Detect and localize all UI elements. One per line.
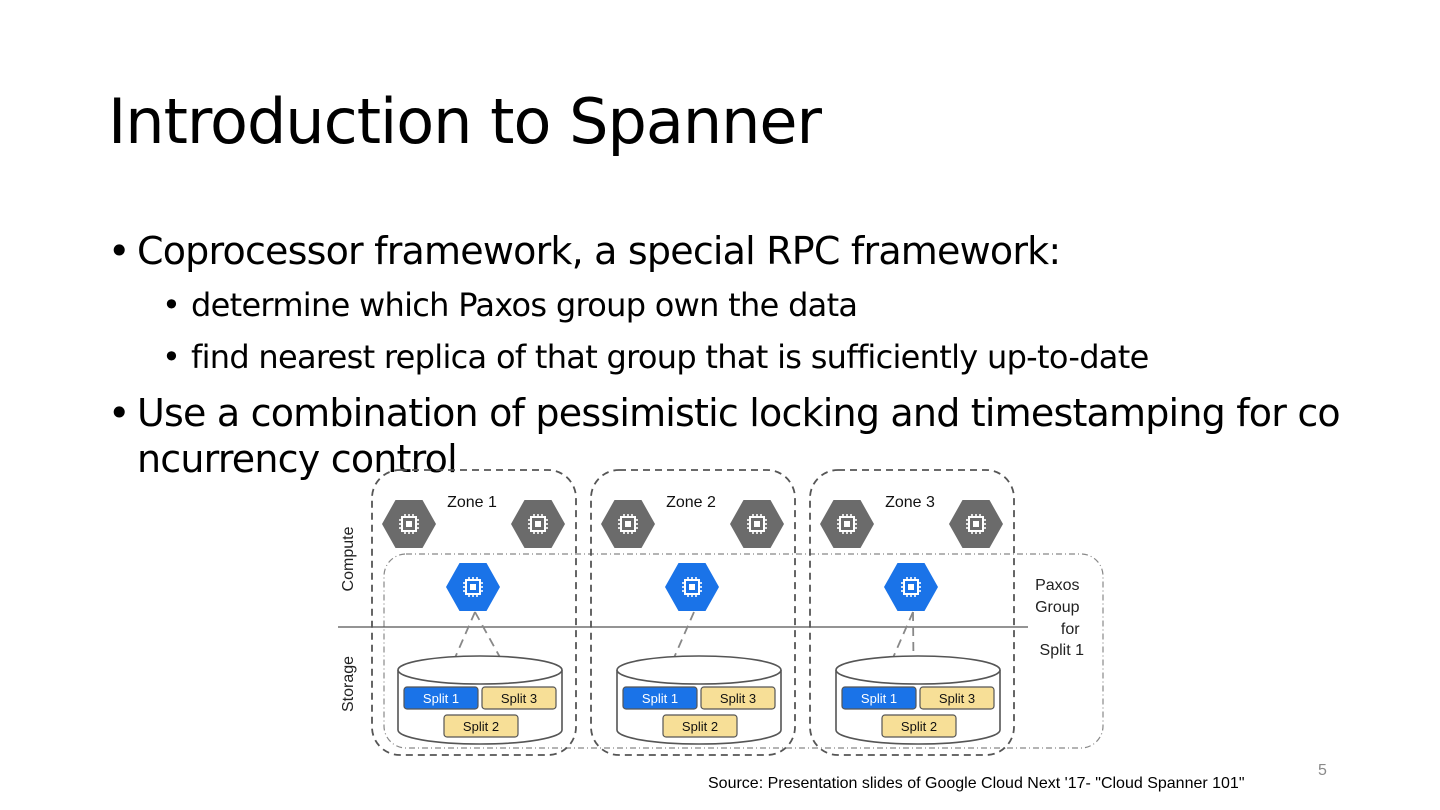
split-block: Split 2	[443, 714, 519, 738]
split-label: Split 1	[642, 691, 678, 706]
bullet-marker: •	[162, 338, 181, 376]
zone-boundary	[590, 469, 796, 756]
page-number: 5	[1318, 762, 1327, 779]
storage-cylinder-top	[616, 655, 782, 685]
split-label: Split 1	[423, 691, 459, 706]
source-citation: Source: Presentation slides of Google Cl…	[708, 775, 1245, 792]
zone-label: Zone 2	[666, 494, 716, 511]
compute-node	[511, 500, 565, 548]
split-block: Split 3	[700, 686, 776, 710]
leader-node	[665, 563, 719, 611]
leader-node	[446, 563, 500, 611]
bullet-marker: •	[108, 229, 130, 273]
chip-icon	[398, 513, 420, 535]
paxos-label-line: Paxos	[1035, 577, 1079, 594]
zone-boundary	[809, 469, 1015, 756]
split-box	[481, 686, 557, 710]
split-box	[841, 686, 917, 710]
sub-bullet-text: find nearest replica of that group that …	[191, 338, 1149, 376]
chip-icon	[900, 576, 922, 598]
bullet-item: • Use a combination of pessimistic locki…	[108, 390, 1348, 482]
split-box	[919, 686, 995, 710]
chip-icon	[462, 576, 484, 598]
split-block: Split 1	[841, 686, 917, 710]
chip-icon	[746, 513, 768, 535]
storage-cylinder-top	[397, 655, 563, 685]
split-label: Split 1	[861, 691, 897, 706]
split-label: Split 3	[501, 691, 537, 706]
split-box	[403, 686, 479, 710]
leader-node	[884, 563, 938, 611]
chip-icon	[965, 513, 987, 535]
paxos-group-label: Paxos Group for Split 1	[1035, 577, 1084, 659]
bullet-item: • Coprocessor framework, a special RPC f…	[108, 228, 1348, 274]
zone-boundary	[371, 469, 577, 756]
split-block: Split 3	[481, 686, 557, 710]
chip-icon	[836, 513, 858, 535]
compute-row-label: Compute	[340, 526, 357, 591]
spanner-architecture-diagram: Compute Storage Paxos Group for Split 1 …	[338, 469, 1104, 756]
bullet-marker: •	[162, 286, 181, 324]
bullet-marker: •	[108, 391, 130, 435]
split-box	[881, 714, 957, 738]
split-box	[622, 686, 698, 710]
compute-node	[601, 500, 655, 548]
paxos-label-line: Split 1	[1040, 642, 1085, 659]
bullet-text: Use a combination of pessimistic locking…	[137, 391, 1341, 481]
split-label: Split 3	[939, 691, 975, 706]
zone-label: Zone 3	[885, 494, 935, 511]
split-label: Split 2	[901, 719, 937, 734]
paxos-group-boundary	[383, 553, 1104, 749]
split-box	[443, 714, 519, 738]
split-block: Split 1	[622, 686, 698, 710]
zone-label: Zone 1	[447, 494, 497, 511]
compute-node	[949, 500, 1003, 548]
chip-icon	[527, 513, 549, 535]
chip-icon	[617, 513, 639, 535]
split-label: Split 3	[720, 691, 756, 706]
split-block: Split 3	[919, 686, 995, 710]
compute-node	[820, 500, 874, 548]
bullet-text: Coprocessor framework, a special RPC fra…	[137, 229, 1061, 273]
split-block: Split 1	[403, 686, 479, 710]
compute-node	[730, 500, 784, 548]
compute-node	[382, 500, 436, 548]
split-block: Split 2	[881, 714, 957, 738]
paxos-label-line: Group	[1035, 599, 1080, 616]
split-label: Split 2	[463, 719, 499, 734]
split-box	[700, 686, 776, 710]
split-block: Split 2	[662, 714, 738, 738]
sub-bullet-item: • determine which Paxos group own the da…	[108, 286, 1348, 324]
sub-bullet-item: • find nearest replica of that group tha…	[108, 338, 1348, 376]
storage-row-label: Storage	[340, 656, 357, 712]
split-box	[662, 714, 738, 738]
sub-bullet-text: determine which Paxos group own the data	[191, 286, 858, 324]
bullet-list: • Coprocessor framework, a special RPC f…	[108, 228, 1348, 482]
split-label: Split 2	[682, 719, 718, 734]
paxos-label-line: for	[1061, 621, 1080, 638]
chip-icon	[681, 576, 703, 598]
slide-title: Introduction to Spanner	[108, 85, 822, 158]
storage-cylinder-top	[835, 655, 1001, 685]
